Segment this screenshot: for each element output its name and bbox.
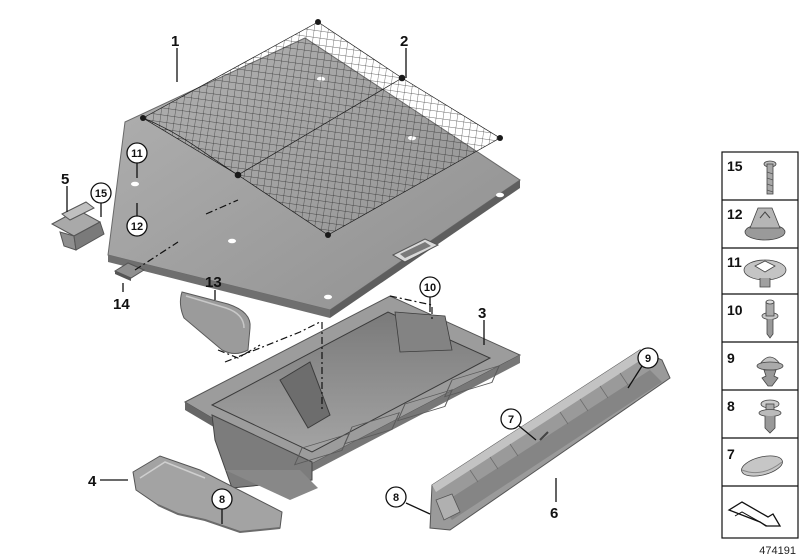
parts-row-7[interactable]: 7 <box>727 446 785 480</box>
callout-6: 6 <box>550 478 558 522</box>
callout-9: 9 <box>627 347 659 389</box>
parts-row-8[interactable]: 8 <box>727 398 782 434</box>
svg-text:11: 11 <box>131 148 143 160</box>
parts-row-arrow <box>727 501 782 527</box>
orientation-arrow-icon <box>727 501 782 527</box>
trim-clip-icon <box>758 399 782 434</box>
parts-list: 15 12 11 10 <box>721 151 799 539</box>
parts-row-15[interactable]: 15 <box>727 158 777 195</box>
assembly-lines <box>134 199 433 412</box>
cover-cap-icon <box>741 455 783 477</box>
svg-text:12: 12 <box>131 221 143 233</box>
callout-5: 5 <box>61 171 69 212</box>
callout-8-right: 8 <box>385 486 431 515</box>
parts-row-12[interactable]: 12 <box>727 206 786 241</box>
svg-text:4: 4 <box>88 473 97 490</box>
fir-tree-clip-icon <box>756 356 784 387</box>
svg-text:12: 12 <box>727 206 743 222</box>
svg-text:5: 5 <box>61 171 69 188</box>
callout-2: 2 <box>400 33 408 78</box>
pad[interactable] <box>113 262 146 281</box>
push-pin-icon <box>761 299 779 339</box>
callout-7: 7 <box>500 408 537 441</box>
svg-text:14: 14 <box>113 296 130 313</box>
parts-row-9[interactable]: 9 <box>727 350 784 387</box>
callouts: 1 2 3 4 5 6 13 14 11 12 15 10 7 9 8 8 <box>61 33 659 524</box>
side-cover[interactable] <box>179 291 251 354</box>
trim-bracket[interactable] <box>132 455 283 534</box>
hinge[interactable] <box>50 201 105 251</box>
svg-text:15: 15 <box>95 188 107 200</box>
svg-text:7: 7 <box>727 446 735 462</box>
svg-text:9: 9 <box>645 353 651 365</box>
callout-3: 3 <box>478 305 486 345</box>
callout-8-left: 8 <box>211 488 233 524</box>
panel-handle[interactable] <box>391 238 440 263</box>
svg-text:8: 8 <box>727 398 735 414</box>
svg-text:11: 11 <box>727 254 742 270</box>
expanding-rivet-icon <box>743 259 787 288</box>
callout-10: 10 <box>419 276 441 312</box>
svg-text:15: 15 <box>727 158 743 174</box>
svg-text:9: 9 <box>727 350 735 366</box>
svg-text:10: 10 <box>727 302 743 318</box>
callout-13: 13 <box>205 274 222 300</box>
callout-1: 1 <box>171 33 179 82</box>
svg-text:10: 10 <box>424 282 436 294</box>
storage-tray[interactable] <box>183 295 522 500</box>
svg-text:1: 1 <box>171 33 179 50</box>
document-number: 474191 <box>759 545 796 557</box>
svg-text:13: 13 <box>205 274 222 291</box>
callout-11: 11 <box>126 142 148 178</box>
luggage-net[interactable] <box>140 19 503 238</box>
callout-4: 4 <box>88 473 128 490</box>
svg-text:7: 7 <box>508 414 514 426</box>
callout-15: 15 <box>90 182 112 217</box>
parts-row-11[interactable]: 11 <box>727 254 787 288</box>
loading-sill-trim[interactable] <box>429 349 671 531</box>
screw-icon <box>763 160 777 195</box>
svg-text:3: 3 <box>478 305 486 322</box>
callout-14: 14 <box>113 283 130 313</box>
svg-text:6: 6 <box>550 505 558 522</box>
svg-text:8: 8 <box>219 494 225 506</box>
clip-nut-icon <box>744 207 786 241</box>
svg-text:2: 2 <box>400 33 408 50</box>
callout-12: 12 <box>126 203 148 237</box>
parts-row-10[interactable]: 10 <box>727 299 779 339</box>
svg-text:8: 8 <box>393 492 399 504</box>
